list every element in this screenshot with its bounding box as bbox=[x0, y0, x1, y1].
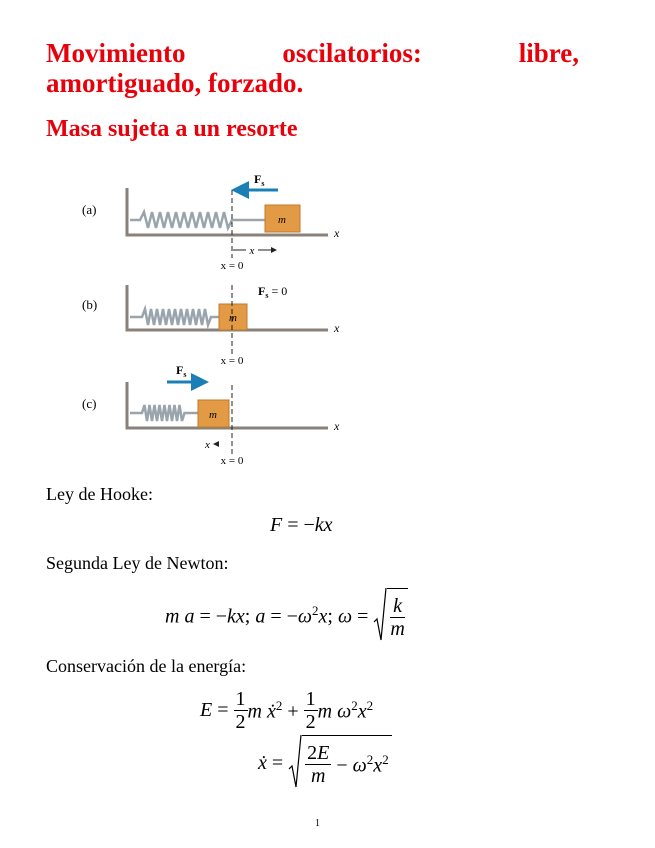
mass-label: m bbox=[209, 409, 217, 421]
displacement-label: x bbox=[249, 245, 255, 257]
panel-label: (a) bbox=[82, 202, 96, 217]
page-number: 1 bbox=[315, 818, 320, 829]
force-label: Fs bbox=[254, 172, 264, 188]
panel-b: (b) m x Fs= 0 x = 0 bbox=[82, 284, 340, 367]
panel-c: (c) m x Fs x x = 0 bbox=[82, 363, 340, 467]
title-word: libre, bbox=[518, 38, 579, 68]
energy-label: Conservación de la energía: bbox=[46, 656, 247, 676]
mass-label: m bbox=[229, 312, 237, 324]
panel-a: (a) m x Fs x x = 0 bbox=[82, 172, 340, 272]
panel-label: (b) bbox=[82, 297, 97, 312]
hooke-equation: F = −kx bbox=[270, 514, 333, 536]
title-line-2: amortiguado, forzado. bbox=[46, 68, 304, 98]
origin-label: x = 0 bbox=[221, 260, 244, 272]
title-line-1: Movimiento oscilatorios: libre, bbox=[46, 38, 579, 69]
newton-label: Segunda Ley de Newton: bbox=[46, 553, 229, 573]
title-word: oscilatorios: bbox=[282, 38, 422, 68]
axis-label: x bbox=[333, 321, 340, 335]
spring bbox=[130, 304, 220, 330]
mass-block bbox=[264, 204, 301, 233]
spring-mass-figure: (a) m x Fs x x = 0 (b) m x Fs= 0 x = 0 (… bbox=[82, 172, 340, 467]
spring bbox=[130, 208, 265, 232]
force-label: Fs= 0 bbox=[258, 284, 287, 300]
hooke-label: Ley de Hooke: bbox=[46, 484, 153, 504]
displacement-label: x bbox=[204, 439, 210, 451]
mass-block bbox=[197, 399, 230, 428]
origin-label: x = 0 bbox=[221, 455, 244, 467]
mass-label: m bbox=[278, 214, 286, 226]
force-label: Fs bbox=[176, 363, 186, 379]
section-heading: Masa sujeta a un resorte bbox=[46, 116, 298, 142]
title-word: Movimiento bbox=[46, 38, 186, 68]
panel-label: (c) bbox=[82, 396, 96, 411]
axis-label: x bbox=[333, 226, 340, 240]
origin-label: x = 0 bbox=[221, 355, 244, 367]
axis-label: x bbox=[333, 419, 340, 433]
mass-block bbox=[218, 303, 248, 331]
wall-floor bbox=[125, 188, 328, 237]
spring bbox=[130, 404, 198, 422]
